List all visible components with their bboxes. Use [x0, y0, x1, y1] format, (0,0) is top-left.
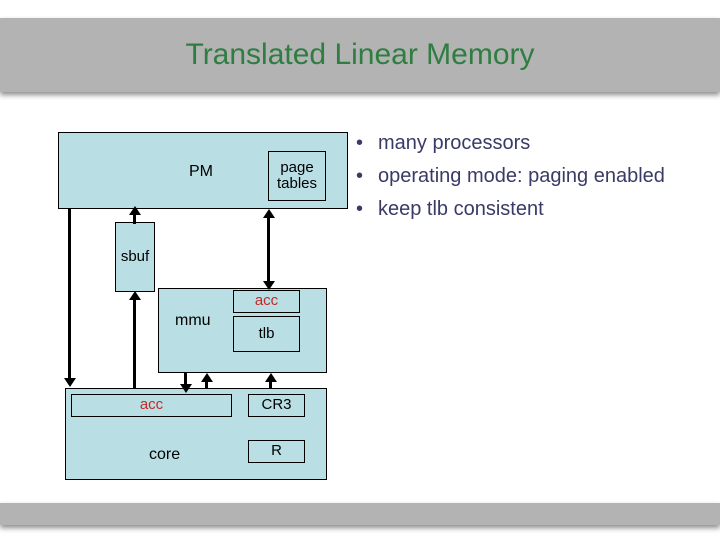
- mmu-acc-box: acc: [233, 290, 300, 313]
- connector-pm-to-core-arrowhead: [63, 378, 76, 387]
- bullet-item-1: • operating mode: paging enabled: [356, 161, 696, 192]
- sbuf-box: sbuf: [115, 222, 155, 292]
- connector-pm-mmu-line: [267, 216, 270, 282]
- bullet-marker-icon: •: [356, 132, 364, 154]
- core-acc-box: acc: [71, 394, 232, 417]
- sbuf-label: sbuf: [120, 247, 150, 265]
- tlb-box: tlb: [233, 316, 300, 352]
- core-acc-label: acc: [139, 396, 164, 414]
- page-title: Translated Linear Memory: [185, 38, 535, 71]
- connector-mmu-to-core-line: [184, 373, 187, 385]
- connector-mmu-to-core-arrowhead: [179, 384, 192, 393]
- bullet-text-1: operating mode: paging enabled: [378, 165, 665, 187]
- connector-pm-mmu-arrowhead-up: [262, 209, 275, 218]
- connector-pm-to-core-line: [68, 209, 71, 379]
- connector-core-to-mmu-arrowhead-a: [200, 373, 213, 382]
- connector-core-to-mmu-line-b: [269, 381, 272, 389]
- bullet-marker-icon: •: [356, 198, 364, 220]
- connector-sbuf-to-pm-arrowhead: [128, 206, 141, 215]
- core-label: core: [149, 446, 181, 463]
- r-label: R: [271, 442, 282, 460]
- bullet-marker-icon: •: [356, 165, 364, 187]
- page-tables-label-line2: tables: [276, 175, 318, 192]
- connector-core-to-sbuf-arrowhead: [128, 291, 141, 300]
- bullet-text-2: keep tlb consistent: [378, 198, 544, 220]
- tlb-label: tlb: [258, 324, 275, 342]
- cr3-label: CR3: [261, 396, 292, 414]
- connector-core-to-sbuf-line: [133, 299, 136, 389]
- title-bar: Translated Linear Memory: [0, 18, 720, 92]
- footer-bar: [0, 503, 720, 525]
- bullet-text-0: many processors: [378, 132, 531, 154]
- connector-core-to-mmu-line-a: [205, 381, 208, 389]
- connector-sbuf-to-pm-line: [133, 213, 136, 224]
- connector-core-to-mmu-arrowhead-b: [264, 373, 277, 382]
- mmu-label: mmu: [175, 312, 211, 329]
- bullet-list: • many processors • operating mode: pagi…: [356, 128, 696, 227]
- r-box: R: [248, 440, 305, 463]
- cr3-box: CR3: [248, 394, 305, 417]
- connector-pm-mmu-arrowhead-down: [262, 281, 275, 290]
- bullet-item-2: • keep tlb consistent: [356, 194, 696, 225]
- bullet-item-0: • many processors: [356, 128, 696, 159]
- mmu-acc-label: acc: [254, 292, 279, 310]
- pm-label: PM: [189, 163, 213, 180]
- page-tables-label-line1: page: [280, 158, 314, 176]
- page-tables-box: page tables: [268, 151, 326, 201]
